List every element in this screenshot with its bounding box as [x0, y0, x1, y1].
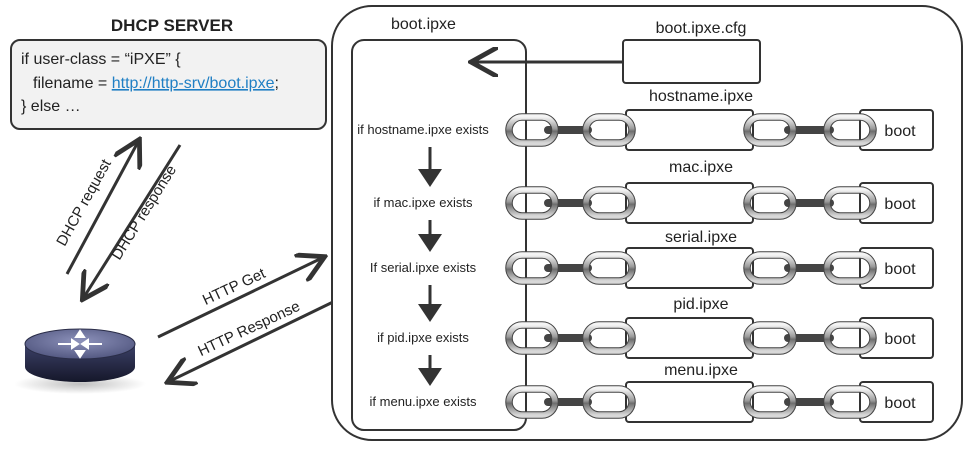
boot-ipxe-cfg-title: boot.ipxe.cfg: [656, 20, 747, 37]
chain-link-icon: [505, 321, 559, 355]
dhcp-response-arrow: [84, 144, 182, 297]
router-icon: [14, 328, 146, 394]
check-row: if hostname.ipxe exists hostname.ipxe boot: [357, 88, 934, 151]
chain-link-icon: [743, 321, 797, 355]
chain-link-icon: [743, 251, 797, 285]
http-response-label: HTTP Response: [195, 298, 302, 360]
chain-link-icon: [505, 385, 559, 419]
chain-left: [505, 385, 636, 419]
chain-right: [743, 251, 877, 285]
chain-right: [743, 186, 877, 220]
check-row: if menu.ipxe exists menu.ipxe boot: [370, 362, 934, 423]
chain-link-icon: [743, 186, 797, 220]
ipxe-file-box: [625, 247, 754, 289]
ipxe-file-box: [625, 182, 754, 224]
chain-link-icon: [505, 251, 559, 285]
chain-link-icon: [823, 251, 877, 285]
condition-label: if pid.ipxe exists: [377, 330, 469, 345]
boot-target-label: boot: [884, 123, 916, 140]
check-row: If serial.ipxe exists serial.ipxe boot: [370, 229, 934, 289]
boot-ipxe-title: boot.ipxe: [391, 16, 456, 33]
chain-link-icon: [823, 321, 877, 355]
chain-left: [505, 186, 636, 220]
dhcp-request-arrow: [65, 142, 138, 275]
filename-suffix: ;: [274, 75, 278, 92]
boot-target-box: [859, 109, 934, 151]
chain-link-icon: [582, 251, 636, 285]
chain-left: [505, 251, 636, 285]
chain-link-icon: [823, 113, 877, 147]
condition-label: if hostname.ipxe exists: [357, 122, 489, 137]
boot-target-box: [859, 317, 934, 359]
check-row: if pid.ipxe exists pid.ipxe boot: [377, 296, 934, 359]
check-row: if mac.ipxe exists mac.ipxe boot: [374, 159, 934, 224]
ipxe-file-label: mac.ipxe: [669, 159, 733, 176]
dhcp-server-title: DHCP SERVER: [111, 16, 233, 35]
boot-url-link[interactable]: http://http-srv/boot.ipxe: [112, 75, 275, 92]
boot-target-box: [859, 247, 934, 289]
chain-link-icon: [505, 113, 559, 147]
condition-label: if menu.ipxe exists: [370, 394, 477, 409]
chain-link-icon: [582, 385, 636, 419]
chain-link-icon: [582, 186, 636, 220]
ipxe-file-box: [625, 317, 754, 359]
http-get-arrow: [157, 258, 322, 339]
chain-right: [743, 321, 877, 355]
dhcp-config-line-3: } else …: [21, 98, 81, 115]
chain-link-icon: [505, 186, 559, 220]
dhcp-config-line-1: if user-class = “iPXE” {: [21, 51, 181, 68]
chain-right: [743, 113, 877, 147]
ipxe-file-label: pid.ipxe: [673, 296, 728, 313]
boot-target-label: boot: [884, 261, 916, 278]
dhcp-config-box: [10, 39, 327, 130]
boot-target-label: boot: [884, 395, 916, 412]
filename-prefix: filename =: [33, 75, 112, 92]
ipxe-file-box: [625, 109, 754, 151]
http-response-arrow: [170, 300, 334, 381]
chain-right: [743, 385, 877, 419]
ipxe-file-box: [625, 381, 754, 423]
chain-link-icon: [582, 321, 636, 355]
condition-label: If serial.ipxe exists: [370, 260, 477, 275]
ipxe-file-label: hostname.ipxe: [649, 88, 753, 105]
chain-link-icon: [743, 385, 797, 419]
ipxe-file-label: serial.ipxe: [665, 229, 737, 246]
chain-left: [505, 113, 636, 147]
dhcp-config-line-2: filename = http://http-srv/boot.ipxe;: [33, 75, 279, 92]
boot-ipxe-cfg-box: [622, 39, 761, 84]
chain-link-icon: [823, 385, 877, 419]
boot-target-box: [859, 381, 934, 423]
ipxe-file-label: menu.ipxe: [664, 362, 738, 379]
boot-target-label: boot: [884, 196, 916, 213]
condition-label: if mac.ipxe exists: [374, 195, 473, 210]
chain-link-icon: [743, 113, 797, 147]
chain-link-icon: [823, 186, 877, 220]
http-get-label: HTTP Get: [200, 265, 269, 309]
boot-ipxe-panel: [351, 39, 527, 431]
chain-left: [505, 321, 636, 355]
chain-link-icon: [582, 113, 636, 147]
boot-target-label: boot: [884, 331, 916, 348]
boot-target-box: [859, 182, 934, 224]
